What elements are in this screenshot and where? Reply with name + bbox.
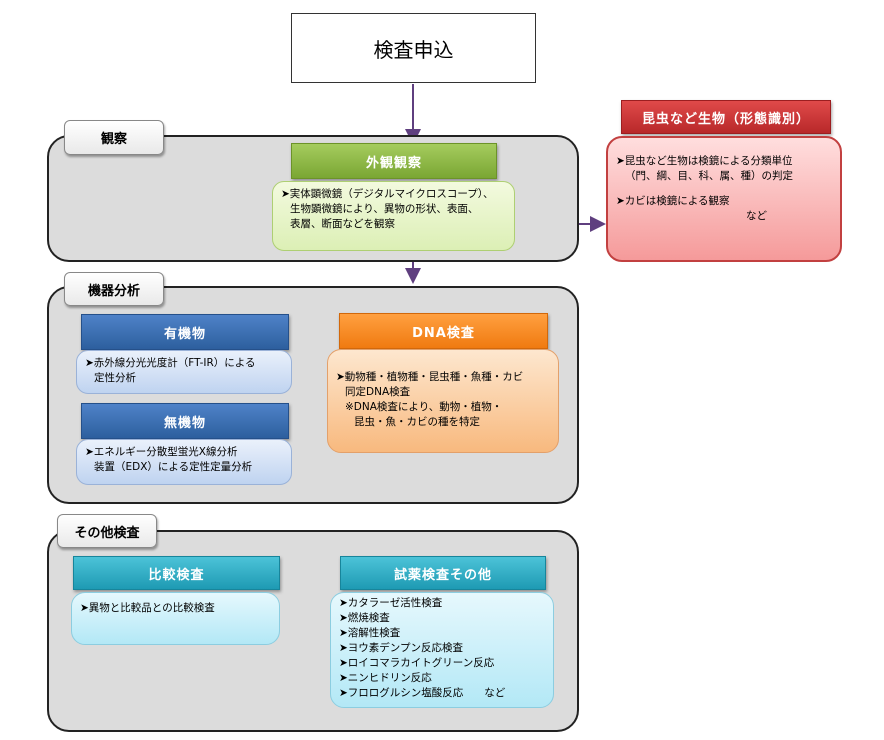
dna-box: ➤動物種・植物種・昆虫種・魚種・カビ 同定DNA検査 ※DNA検査により、動物・… — [327, 349, 559, 453]
insects-line: など — [746, 210, 767, 222]
observation-tab: 観察 — [64, 120, 164, 155]
inorganic-box: ➤エネルギー分散型蛍光X線分析 装置（EDX）による定性定量分析 — [76, 439, 292, 485]
observation-line: 生物顕微鏡により、異物の形状、表面、 — [290, 203, 479, 215]
insects-title: 昆虫など生物（形態識別） — [641, 111, 810, 127]
reagent-line: ➤ニンヒドリン反応 — [339, 672, 432, 684]
organic-line: 定性分析 — [94, 372, 136, 384]
inorganic-header: 無機物 — [81, 403, 289, 439]
comparison-line: ➤異物と比較品との比較検査 — [80, 602, 215, 614]
reagent-title: 試薬検査その他 — [393, 567, 492, 583]
observation-line: 表層、断面などを観察 — [290, 218, 395, 230]
observation-tab-label: 観察 — [100, 132, 127, 147]
dna-header: DNA検査 — [339, 313, 548, 349]
dna-line: 昆虫・魚・カビの種を特定 — [354, 416, 480, 428]
reagent-line: ➤カタラーゼ活性検査 — [339, 597, 443, 609]
reagent-line: ➤溶解性検査 — [339, 627, 401, 639]
comparison-box: ➤異物と比較品との比較検査 — [71, 592, 280, 645]
observation-line: ➤実体顕微鏡（デジタルマイクロスコープ）、 — [281, 188, 494, 200]
inorganic-line: ➤エネルギー分散型蛍光X線分析 — [85, 446, 238, 458]
insects-header: 昆虫など生物（形態識別） — [621, 100, 831, 134]
instrumental-tab: 機器分析 — [64, 272, 164, 306]
reagent-line: ➤ロイコマラカイトグリーン反応 — [339, 657, 495, 669]
visual-observation-title: 外観観察 — [365, 155, 422, 171]
comparison-title: 比較検査 — [148, 567, 205, 583]
inorganic-title: 無機物 — [163, 415, 206, 431]
insects-line: ➤カビは検鏡による観察 — [616, 195, 730, 207]
organic-box: ➤赤外線分光光度計（FT-IR）による 定性分析 — [76, 350, 292, 394]
insects-box: ➤昆虫など生物は検鏡による分類単位 （門、綱、目、科、属、種）の判定 ➤カビは検… — [606, 136, 842, 262]
inorganic-line: 装置（EDX）による定性定量分析 — [94, 461, 253, 473]
reagent-box: ➤カタラーゼ活性検査 ➤燃焼検査 ➤溶解性検査 ➤ヨウ素デンプン反応検査 ➤ロイ… — [330, 592, 554, 708]
dna-title: DNA検査 — [412, 325, 475, 341]
organic-header: 有機物 — [81, 314, 289, 350]
request-label: 検査申込 — [373, 37, 454, 62]
organic-title: 有機物 — [163, 326, 206, 342]
reagent-line: ➤ヨウ素デンプン反応検査 — [339, 642, 463, 654]
dna-line: ※DNA検査により、動物・植物・ — [345, 401, 503, 413]
comparison-header: 比較検査 — [73, 556, 280, 590]
request-box: 検査申込 — [291, 13, 536, 83]
insects-line: （門、綱、目、科、属、種）の判定 — [625, 170, 793, 182]
dna-line: 同定DNA検査 — [345, 386, 411, 398]
reagent-line: ➤燃焼検査 — [339, 612, 390, 624]
insects-line: ➤昆虫など生物は検鏡による分類単位 — [616, 155, 793, 167]
organic-line: ➤赤外線分光光度計（FT-IR）による — [85, 357, 256, 369]
dna-line: ➤動物種・植物種・昆虫種・魚種・カビ — [336, 371, 524, 383]
reagent-line: ➤フロログルシン塩酸反応 など — [339, 687, 506, 699]
reagent-header: 試薬検査その他 — [340, 556, 546, 590]
other-tab: その他検査 — [57, 514, 157, 548]
instrumental-tab-label: 機器分析 — [87, 283, 140, 299]
other-tab-label: その他検査 — [74, 525, 140, 541]
visual-observation-header: 外観観察 — [291, 143, 497, 179]
visual-observation-box: ➤実体顕微鏡（デジタルマイクロスコープ）、 生物顕微鏡により、異物の形状、表面、… — [272, 181, 515, 251]
